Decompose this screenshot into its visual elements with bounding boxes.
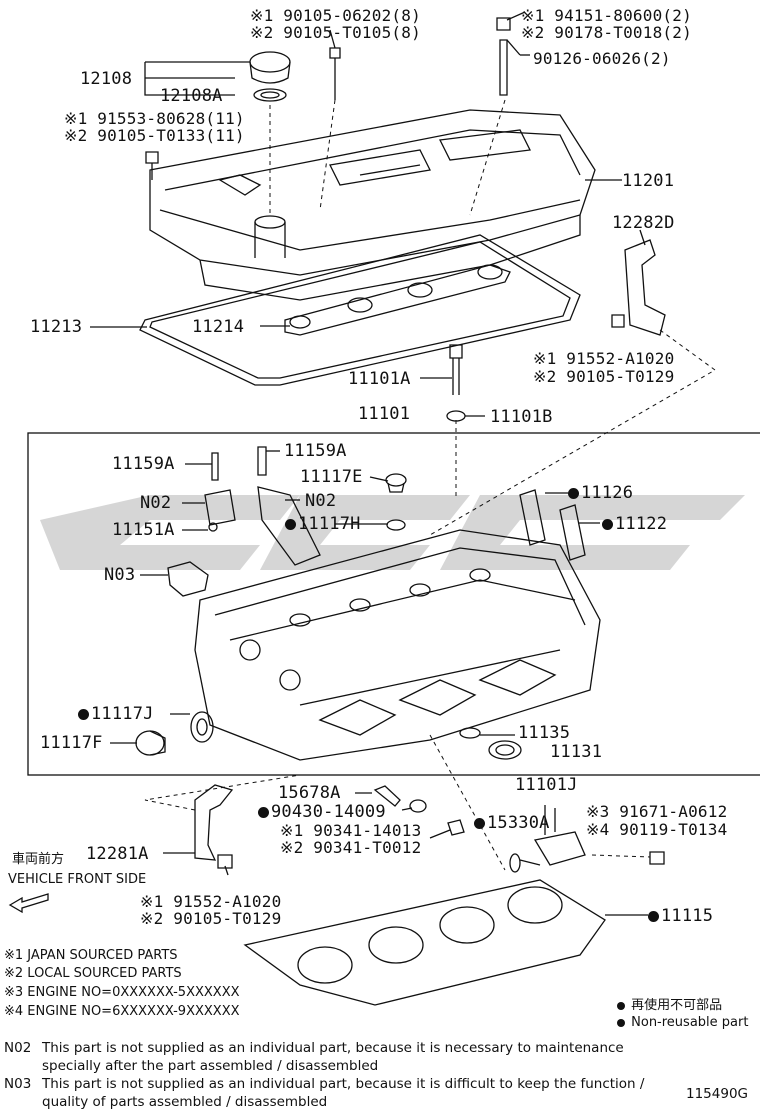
callout-plug-90341-1: ※1 90341-14013 bbox=[280, 821, 422, 840]
callout-head-gasket: 11115 bbox=[648, 907, 713, 925]
legend-japan: ※1 JAPAN SOURCED PARTS bbox=[4, 948, 178, 963]
callout-valve-bolt-4: ※4 90119-T0134 bbox=[586, 820, 728, 839]
oil-control-valve bbox=[533, 831, 586, 866]
non-reusable-dot bbox=[474, 817, 485, 829]
non-reusable-dot bbox=[285, 518, 296, 530]
callout-gasket-11135: 11135 bbox=[518, 723, 571, 743]
callout-stud: 90126-06026(2) bbox=[533, 49, 671, 68]
callout-plug-11117e: 11117E bbox=[300, 467, 363, 487]
non-reusable-dot bbox=[617, 1001, 625, 1010]
callout-oring-15330a: 15330A bbox=[474, 814, 550, 832]
note-n03-line2: quality of parts assembled / disassemble… bbox=[42, 1094, 328, 1110]
callout-gasket-90430-text: 90430-14009 bbox=[271, 802, 386, 822]
callout-head-bolt: 11101A bbox=[348, 369, 411, 389]
callout-cover-gasket: 11213 bbox=[30, 317, 83, 337]
non-reusable-jp-text: 再使用不可部品 bbox=[631, 998, 723, 1013]
cover-gasket bbox=[139, 234, 581, 386]
callout-cap-bolt-left: 11159A bbox=[112, 454, 175, 474]
cylinder-head bbox=[194, 529, 601, 761]
callout-plug-hole-gasket: 11214 bbox=[192, 317, 245, 337]
callout-nut-1: ※1 94151-80600(2) bbox=[521, 6, 692, 25]
callout-plug-gasket-small-text: 11117H bbox=[298, 514, 361, 534]
non-reusable-dot bbox=[617, 1018, 625, 1027]
legend-local: ※2 LOCAL SOURCED PARTS bbox=[4, 966, 182, 981]
callout-valve-guide-1-text: 11126 bbox=[581, 483, 634, 503]
callout-valve-guide-1: 11126 bbox=[568, 484, 633, 502]
figure-id: 115490G bbox=[686, 1086, 748, 1102]
callout-head-gasket-text: 11115 bbox=[661, 906, 714, 926]
non-reusable-dot bbox=[602, 518, 613, 530]
non-reusable-dot bbox=[568, 487, 579, 499]
callout-seal-j: 11117J bbox=[78, 705, 154, 723]
legend-engine-3: ※3 ENGINE NO=0XXXXXX-5XXXXXX bbox=[4, 985, 240, 1000]
note-n02-line1: This part is not supplied as an individu… bbox=[42, 1040, 624, 1056]
callout-valve-cover: 11201 bbox=[622, 171, 675, 191]
non-reusable-dot bbox=[258, 806, 269, 818]
callout-stud-15678a: 15678A bbox=[278, 783, 341, 803]
callout-head-washer: 11101B bbox=[490, 407, 553, 427]
callout-nut-2: ※2 90178-T0018(2) bbox=[521, 23, 692, 42]
callout-bracket-bolt-lower-1: ※1 91552-A1020 bbox=[140, 892, 282, 911]
note-n02-line2: specially after the part assembled / dis… bbox=[42, 1058, 379, 1074]
callout-cylinder-head-assy: 11101 bbox=[358, 404, 411, 424]
callout-n02-left: N02 bbox=[140, 493, 172, 513]
callout-oil-cap: 12108 bbox=[80, 69, 133, 89]
callout-plug-90341-2: ※2 90341-T0012 bbox=[280, 838, 422, 857]
callout-top-bolt-2: ※2 90105-T0105(8) bbox=[250, 23, 421, 42]
callout-seal-j-text: 11117J bbox=[91, 704, 154, 724]
callout-oring-15330a-text: 15330A bbox=[487, 813, 550, 833]
non-reusable-dot bbox=[648, 910, 659, 922]
callout-bracket-bolt-upper-1: ※1 91552-A1020 bbox=[533, 349, 675, 368]
non-reusable-legend-en: Non-reusable part bbox=[617, 1015, 748, 1031]
callout-pin: 11151A bbox=[112, 520, 175, 540]
callout-plug-gasket-small: 11117H bbox=[285, 515, 361, 533]
callout-cover-bolt-1: ※1 91553-80628(11) bbox=[64, 109, 245, 128]
non-reusable-legend-jp: 再使用不可部品 bbox=[617, 998, 722, 1014]
front-side-en: VEHICLE FRONT SIDE bbox=[8, 872, 147, 887]
callout-n03: N03 bbox=[104, 565, 136, 585]
callout-bracket-bolt-upper-2: ※2 90105-T0129 bbox=[533, 367, 675, 386]
callout-valve-guide-2-text: 11122 bbox=[615, 514, 668, 534]
note-n03-line1: This part is not supplied as an individu… bbox=[42, 1076, 645, 1092]
callout-cover-bolt-2: ※2 90105-T0133(11) bbox=[64, 126, 245, 145]
upper-bracket bbox=[624, 239, 666, 336]
callout-valve-guide-2: 11122 bbox=[602, 515, 667, 533]
oil-cap bbox=[249, 51, 291, 73]
callout-upper-bracket: 12282D bbox=[612, 213, 675, 233]
note-n03-code: N03 bbox=[4, 1076, 32, 1092]
callout-lower-bracket: 12281A bbox=[86, 844, 149, 864]
callout-valve-bolt-3: ※3 91671-A0612 bbox=[586, 802, 728, 821]
callout-bracket-bolt-lower-2: ※2 90105-T0129 bbox=[140, 909, 282, 928]
cap-gasket bbox=[253, 88, 287, 102]
legend-engine-4: ※4 ENGINE NO=6XXXXXX-9XXXXXX bbox=[4, 1004, 240, 1019]
watermark-logo bbox=[40, 495, 745, 570]
callout-cap-bolt-right: 11159A bbox=[284, 441, 347, 461]
callout-n02-right: N02 bbox=[305, 491, 337, 511]
front-side-jp: 車両前方 bbox=[12, 852, 65, 867]
non-reusable-dot bbox=[78, 708, 89, 720]
non-reusable-en-text: Non-reusable part bbox=[631, 1015, 749, 1030]
callout-top-bolt-1: ※1 90105-06202(8) bbox=[250, 6, 421, 25]
callout-seal-f: 11117F bbox=[40, 733, 103, 753]
callout-ring-11131: 11131 bbox=[550, 742, 603, 762]
lower-bracket bbox=[194, 784, 234, 861]
callout-valve-11101j: 11101J bbox=[515, 775, 578, 795]
front-arrow bbox=[8, 893, 49, 914]
head-gasket bbox=[243, 879, 606, 1006]
note-n02-code: N02 bbox=[4, 1040, 32, 1056]
callout-gasket-90430: 90430-14009 bbox=[258, 803, 386, 821]
valve-cover bbox=[149, 109, 596, 276]
head-assembly-box bbox=[27, 432, 760, 776]
callout-cap-gasket: 12108A bbox=[160, 86, 223, 106]
